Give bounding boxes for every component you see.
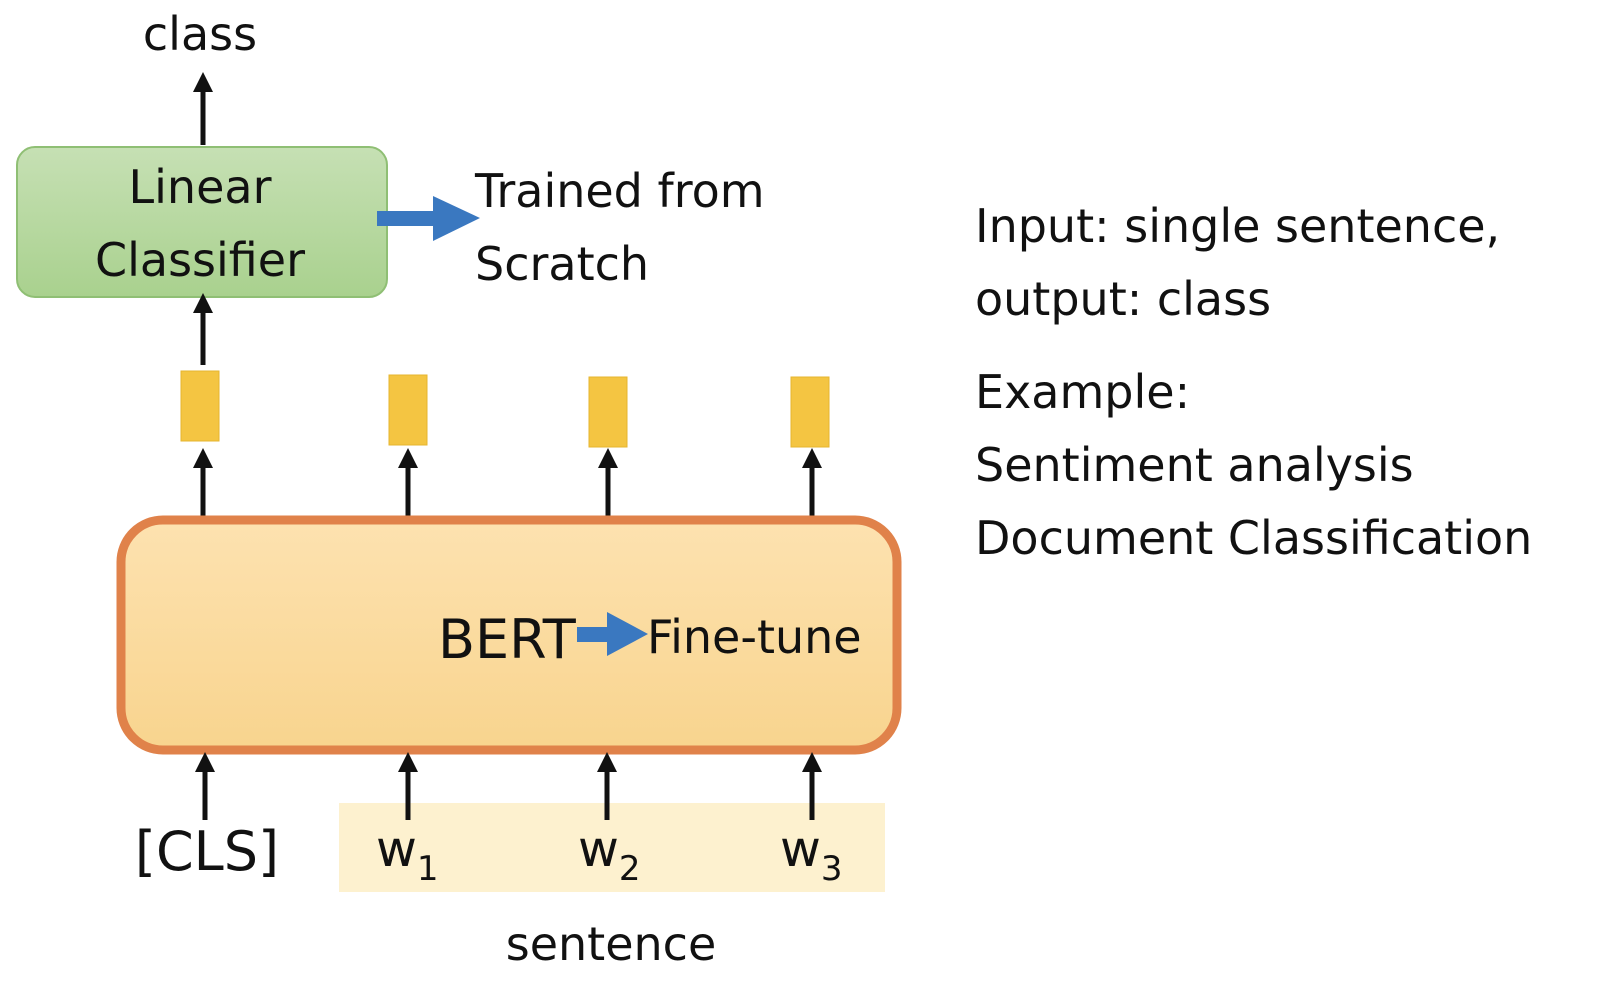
finetune-label: Fine-tune	[647, 610, 862, 664]
description-line-input: Input: single sentence,	[975, 199, 1501, 253]
token-w3: w3	[780, 820, 843, 889]
trained-note-line1: Trained from	[474, 164, 765, 218]
embedding-vector-w1	[388, 374, 428, 446]
token-w2: w2	[578, 820, 641, 889]
description-line-output: output: class	[975, 272, 1272, 326]
description-line-example: Example:	[975, 365, 1191, 419]
bert-label: BERT	[438, 608, 577, 671]
linear-classifier-label-line1: Linear	[129, 160, 272, 214]
bert-finetune-arrow	[577, 612, 648, 656]
sentence-highlight	[339, 803, 885, 892]
description-line-document: Document Classification	[975, 511, 1533, 565]
sentence-label: sentence	[506, 917, 717, 971]
bert-model-box	[116, 515, 902, 755]
trained-note-line2: Scratch	[475, 237, 649, 291]
description-line-sentiment: Sentiment analysis	[975, 438, 1414, 492]
linear-classifier-label-line2: Classifier	[95, 233, 305, 287]
token-w1: w1	[376, 820, 439, 889]
task-description: Input: single sentence, output: class Ex…	[975, 190, 1585, 575]
trained-from-scratch-arrow	[377, 196, 480, 241]
cls-token: [CLS]	[135, 820, 279, 883]
class-output-label: class	[143, 7, 257, 61]
embedding-vector-cls	[180, 370, 220, 442]
embedding-vector-w2	[588, 376, 628, 448]
embedding-vector-w3	[790, 376, 830, 448]
